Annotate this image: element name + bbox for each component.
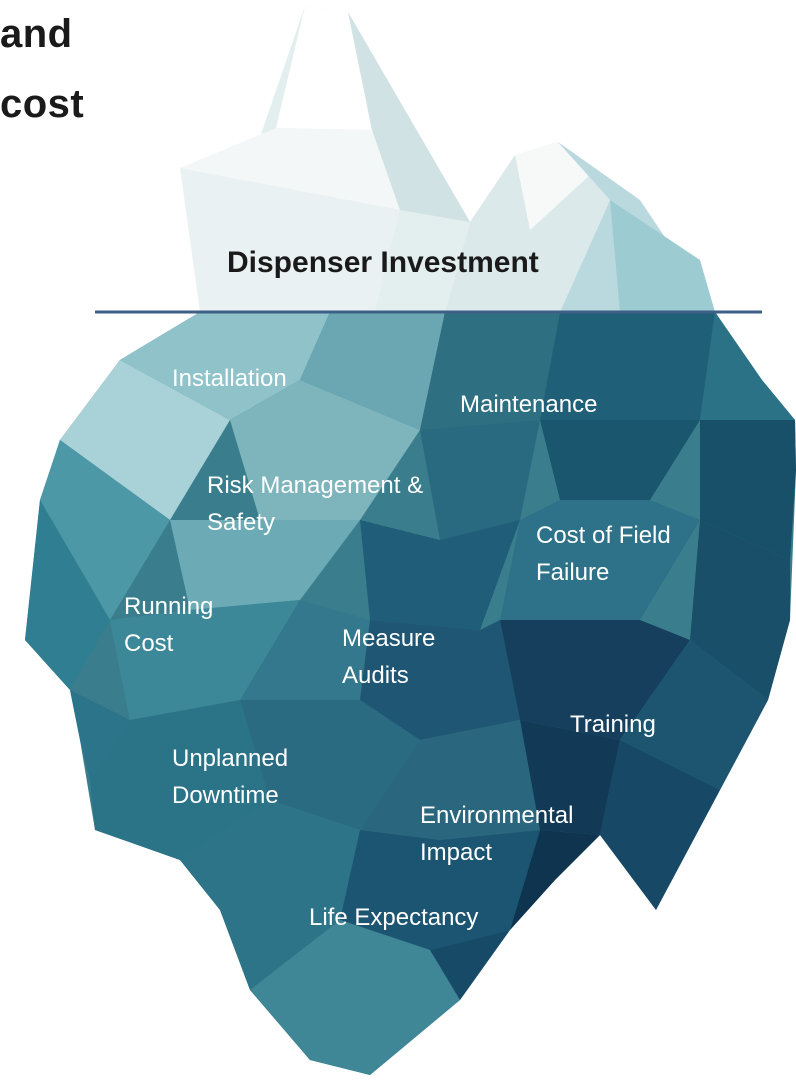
cost-label-measure-audits: Measure Audits: [342, 620, 435, 694]
cost-label-field-failure: Cost of Field Failure: [536, 517, 671, 591]
cost-label-unplanned-downtime: Unplanned Downtime: [172, 740, 288, 814]
cost-label-line: Risk Management &: [207, 472, 424, 499]
cost-label-line: Life Expectancy: [309, 904, 479, 931]
iceberg-above-water: [180, 6, 715, 312]
cost-label-environmental-impact: Environmental Impact: [420, 797, 573, 871]
cost-label-training: Training: [570, 706, 656, 743]
cost-label-line: Installation: [172, 365, 287, 392]
cost-label-running-cost: Running Cost: [124, 588, 213, 662]
cost-label-line: Measure: [342, 625, 436, 652]
heading-line-2: cost: [0, 82, 85, 126]
cost-label-line: Cost of Field: [536, 522, 671, 549]
cost-label-maintenance: Maintenance: [460, 386, 597, 423]
cost-label-line: Impact: [420, 839, 493, 867]
cost-label-line: Safety: [207, 509, 276, 537]
cost-label-line: Cost: [124, 630, 174, 658]
cost-label-line: Audits: [342, 662, 409, 690]
cost-label-line: Failure: [536, 559, 610, 587]
cost-label-line: Downtime: [172, 782, 279, 810]
cost-label-risk-management: Risk Management & Safety: [207, 467, 423, 541]
cost-label-line: Unplanned: [172, 745, 289, 772]
cost-label-line: Maintenance: [460, 391, 598, 418]
heading-line-1: and: [0, 12, 73, 56]
cost-label-line: Running: [124, 593, 214, 620]
cost-label-life-expectancy: Life Expectancy: [309, 899, 478, 936]
iceberg-below-water: [25, 312, 796, 1075]
cost-label-installation: Installation: [172, 360, 287, 397]
cost-label-line: Environmental: [420, 802, 574, 829]
cost-label-line: Training: [570, 711, 656, 738]
waterline-label: Dispenser Investment: [227, 246, 539, 279]
